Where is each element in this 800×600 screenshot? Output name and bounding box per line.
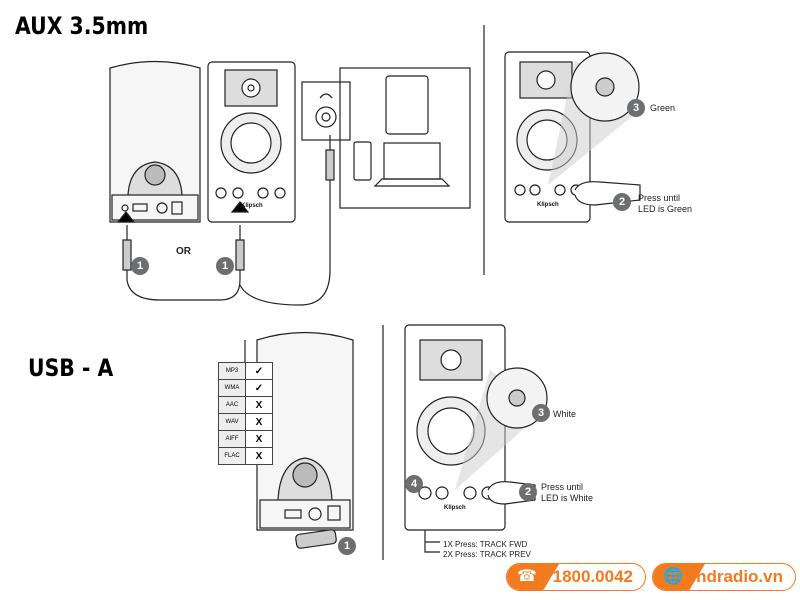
press-label-1: Press until: [638, 193, 681, 203]
format-support: ✓: [245, 379, 273, 397]
step-1-badge: 1: [216, 257, 234, 275]
format-name: WMA: [218, 379, 246, 397]
phone-link[interactable]: ☎ 1800.0042: [506, 563, 646, 591]
white-label: White: [553, 409, 577, 419]
phone-icon: ☎: [507, 564, 559, 590]
format-name: WAV: [218, 413, 246, 431]
or-label: OR: [176, 246, 191, 257]
step-1-badge: 1: [131, 257, 149, 275]
format-support: ✓: [245, 362, 273, 380]
website-text: hdradio.vn: [696, 567, 783, 586]
track-fwd-label: 1X Press: TRACK FWD: [443, 540, 528, 549]
step-4-badge: 4: [405, 475, 423, 493]
brand-logo: Klipsch: [241, 203, 263, 209]
globe-icon: 🌐: [653, 564, 705, 590]
step-1-badge: 1: [338, 537, 356, 555]
format-support: X: [245, 396, 273, 414]
press-label-1: Press until: [541, 482, 584, 492]
brand-logo: Klipsch: [444, 505, 466, 511]
format-name: FLAC: [218, 447, 246, 465]
brand-logo: Klipsch: [537, 202, 559, 208]
format-support: X: [245, 430, 273, 448]
phone-number: 1800.0042: [552, 567, 633, 586]
step-2-badge: 2: [519, 483, 537, 501]
press-label-2: LED is White: [541, 493, 594, 503]
green-label: Green: [650, 103, 676, 113]
step-3-badge: 3: [627, 99, 645, 117]
website-link[interactable]: 🌐 hdradio.vn: [652, 563, 796, 591]
usb-title: USB - A: [28, 354, 114, 382]
format-name: AAC: [218, 396, 246, 414]
press-label-2: LED is Green: [638, 204, 693, 214]
format-support: X: [245, 413, 273, 431]
step-2-badge: 2: [613, 193, 631, 211]
format-name: MP3: [218, 362, 246, 380]
format-support: X: [245, 447, 273, 465]
format-name: AIFF: [218, 430, 246, 448]
step-3-badge: 3: [532, 404, 550, 422]
aux-title: AUX 3.5mm: [15, 12, 149, 40]
track-prev-label: 2X Press: TRACK PREV: [443, 550, 531, 559]
